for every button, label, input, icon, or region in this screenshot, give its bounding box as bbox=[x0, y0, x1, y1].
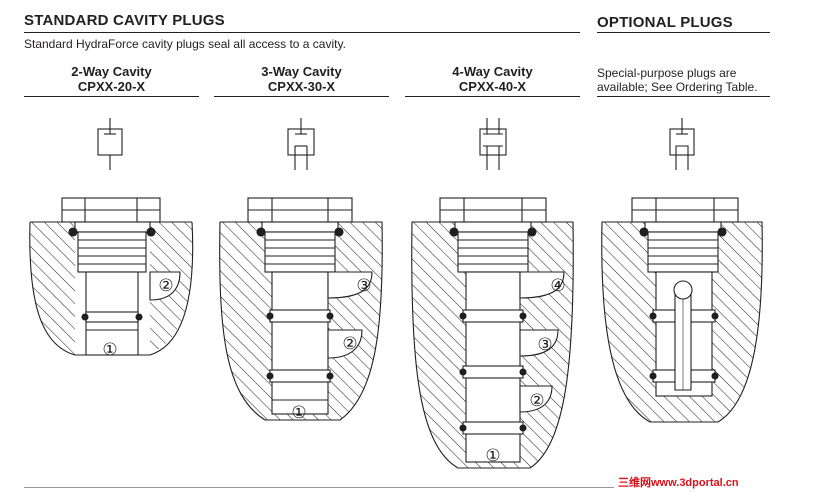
cavity-name: 3-Way Cavity bbox=[261, 64, 342, 79]
port-label-4way-1: ① bbox=[485, 446, 500, 466]
standard-plugs-heading: STANDARD CAVITY PLUGS bbox=[24, 12, 225, 29]
optional-plugs-heading: OPTIONAL PLUGS bbox=[597, 14, 733, 31]
port-label-2way-2: ② bbox=[158, 276, 173, 296]
cavity-name: 4-Way Cavity bbox=[452, 64, 533, 79]
cavity-title-3way: 3-Way Cavity CPXX-30-X bbox=[214, 64, 389, 94]
symbol-3way bbox=[287, 118, 315, 170]
symbol-optional bbox=[669, 118, 695, 170]
optional-note-line1: Special-purpose plugs are bbox=[597, 66, 737, 80]
standard-plugs-description: Standard HydraForce cavity plugs seal al… bbox=[24, 37, 346, 51]
symbol-2way bbox=[97, 118, 123, 170]
cavity-title-rule bbox=[24, 96, 199, 97]
port-label-3way-2: ② bbox=[342, 334, 357, 354]
watermark-text: 三维网www.3dportal.cn bbox=[618, 477, 739, 489]
port-label-3way-3: ③ bbox=[356, 276, 371, 296]
symbol-4way bbox=[479, 118, 507, 170]
standard-heading-rule bbox=[24, 32, 580, 33]
cavity-section-optional bbox=[601, 197, 763, 423]
optional-plugs-note: Special-purpose plugs are available; See… bbox=[597, 66, 758, 94]
cavity-section-3way bbox=[219, 197, 383, 421]
port-labels: ① ② ① ② ③ ① ② ③ ④ bbox=[102, 276, 565, 466]
port-label-4way-4: ④ bbox=[550, 276, 565, 296]
cavity-code: CPXX-30-X bbox=[267, 79, 336, 94]
cavity-title-4way: 4-Way Cavity CPXX-40-X bbox=[405, 64, 580, 94]
cavity-section-2way bbox=[29, 197, 194, 356]
cavity-title-2way: 2-Way Cavity CPXX-20-X bbox=[24, 64, 199, 94]
port-label-4way-2: ② bbox=[529, 391, 544, 411]
port-label-3way-1: ① bbox=[291, 403, 306, 423]
cavity-code: CPXX-20-X bbox=[77, 79, 146, 94]
port-label-4way-3: ③ bbox=[537, 335, 552, 355]
optional-note-rule bbox=[597, 96, 770, 97]
footer-rule bbox=[24, 487, 614, 488]
cavity-title-rule bbox=[214, 96, 389, 97]
port-label-2way-1: ① bbox=[102, 340, 117, 360]
optional-heading-rule bbox=[597, 32, 770, 33]
cavity-section-4way bbox=[411, 197, 574, 469]
cavity-name: 2-Way Cavity bbox=[71, 64, 152, 79]
cavity-code: CPXX-40-X bbox=[458, 79, 527, 94]
cavity-title-rule bbox=[405, 96, 580, 97]
optional-note-line2: available; See Ordering Table. bbox=[597, 80, 758, 94]
